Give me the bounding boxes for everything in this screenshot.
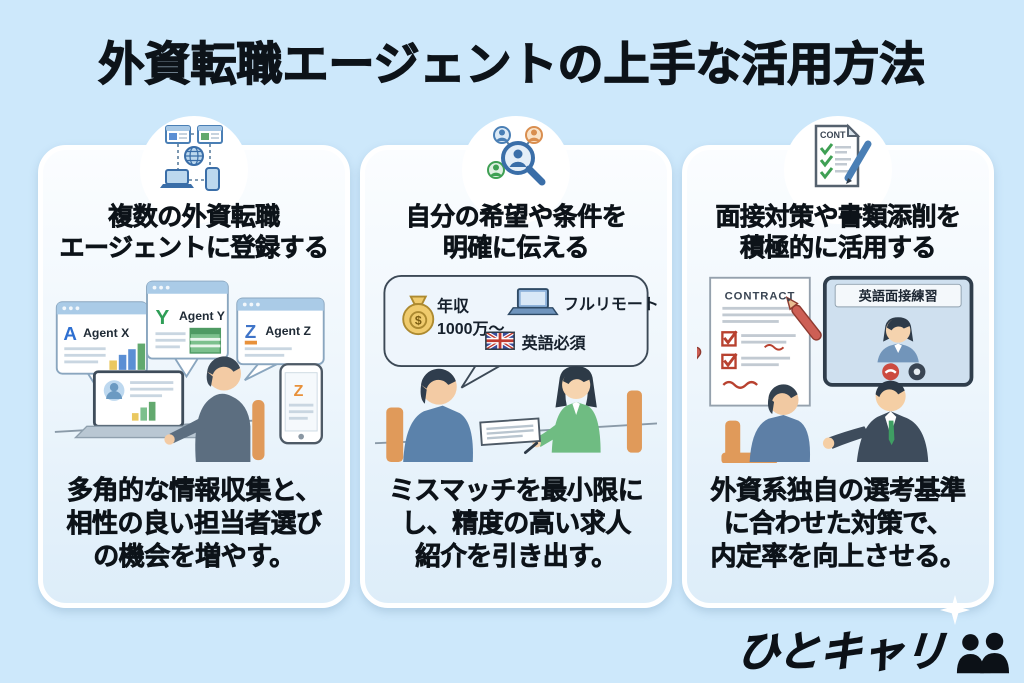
phone-logo-letter: Z xyxy=(294,383,304,400)
card-register-multiple-agents: 複数の外資転職 エージェントに登録する A Agent X xyxy=(38,116,350,608)
agent-window: Y Agent Y xyxy=(146,280,229,379)
agent-window: Z Agent Z xyxy=(236,297,325,382)
agent-illustration xyxy=(479,366,642,455)
brand-logo-text: ひとキャリ xyxy=(735,627,948,675)
money-bag-icon: $ xyxy=(402,295,435,336)
agent-name: Agent Z xyxy=(265,324,311,338)
magnifier-icon xyxy=(501,141,546,186)
card-heading: 複数の外資転職 エージェントに登録する xyxy=(59,203,329,263)
agent-logo-letter: Y xyxy=(155,306,169,329)
speech-bubble xyxy=(383,274,649,368)
bubble-item-text: 年収 xyxy=(437,297,470,316)
people-search-icon xyxy=(480,122,552,194)
speech-bubble-tail xyxy=(460,363,507,389)
browser-window-icon xyxy=(165,125,191,144)
devices-network-icon xyxy=(158,122,230,194)
avatar-icon xyxy=(493,126,511,144)
laptop-icon xyxy=(507,288,559,316)
red-pen-icon xyxy=(697,346,702,383)
video-call-window: 英語面接練習 xyxy=(822,275,974,387)
agent-name: Agent X xyxy=(83,326,130,340)
card-communicate-wishes: 自分の希望や条件を 明確に伝える $ 年収 1000万〜 xyxy=(360,116,672,608)
card-description: ミスマッチを最小限に し、精度の高い求人 紹介を引き出す。 xyxy=(388,475,644,572)
pen-icon xyxy=(844,140,872,182)
card-illustration-agents: A Agent X Y Agent Y xyxy=(53,272,335,464)
card-heading: 面接対策や書類添削を 積極的に活用する xyxy=(715,203,961,263)
agent-name: Agent Y xyxy=(179,309,225,323)
brand-logo: ひとキャリ xyxy=(735,595,1010,676)
bubble-item-text: 英語必須 xyxy=(521,333,587,352)
screen-title: 英語面接練習 xyxy=(858,287,938,303)
phone-icon xyxy=(205,167,220,191)
end-call-button-icon xyxy=(882,363,900,381)
money-symbol: $ xyxy=(415,314,422,328)
card-description: 多角的な情報収集と、 相性の良い担当者選び の機会を増やす。 xyxy=(66,475,322,572)
phone-illustration: Z xyxy=(279,363,324,445)
candidate-illustration xyxy=(721,384,811,463)
card-illustration-coaching: CONTRACT xyxy=(697,272,979,464)
red-pen-icon xyxy=(785,296,822,341)
laptop-icon xyxy=(160,169,194,188)
browser-window-icon xyxy=(197,125,223,144)
cards-row: 複数の外資転職 エージェントに登録する A Agent X xyxy=(38,113,996,608)
card-heading: 自分の希望や条件を 明確に伝える xyxy=(405,203,627,263)
avatar-icon xyxy=(487,161,505,179)
people-icon xyxy=(956,632,1010,674)
avatar-icon xyxy=(525,126,543,144)
person-illustration xyxy=(164,356,265,462)
page-title: 外資転職エージェントの上手な活用方法 xyxy=(98,37,926,90)
card-description: 外資系独自の選考基準 に合わせた対策で、 内定率を向上させる。 xyxy=(710,475,966,572)
checklist-pen-icon: CONT xyxy=(802,122,874,194)
agent-logo-letter: A xyxy=(63,323,77,344)
card-illustration-meeting: $ 年収 1000万〜 フルリモート xyxy=(375,272,657,464)
contract-title: CONTRACT xyxy=(725,290,796,302)
contract-document: CONTRACT xyxy=(709,276,811,407)
paper xyxy=(479,417,541,447)
agent-logo-letter: Z xyxy=(245,321,256,342)
globe-icon xyxy=(184,146,204,166)
bubble-item-text: フルリモート xyxy=(563,297,657,314)
coach-illustration xyxy=(822,380,929,462)
candidate-illustration xyxy=(386,368,473,462)
card-interview-prep: CONT 面接対策や書類添削を 積極的に活用する CO xyxy=(682,116,994,608)
icon-doc-label: CONT xyxy=(820,130,846,140)
uk-flag-icon xyxy=(484,330,516,351)
